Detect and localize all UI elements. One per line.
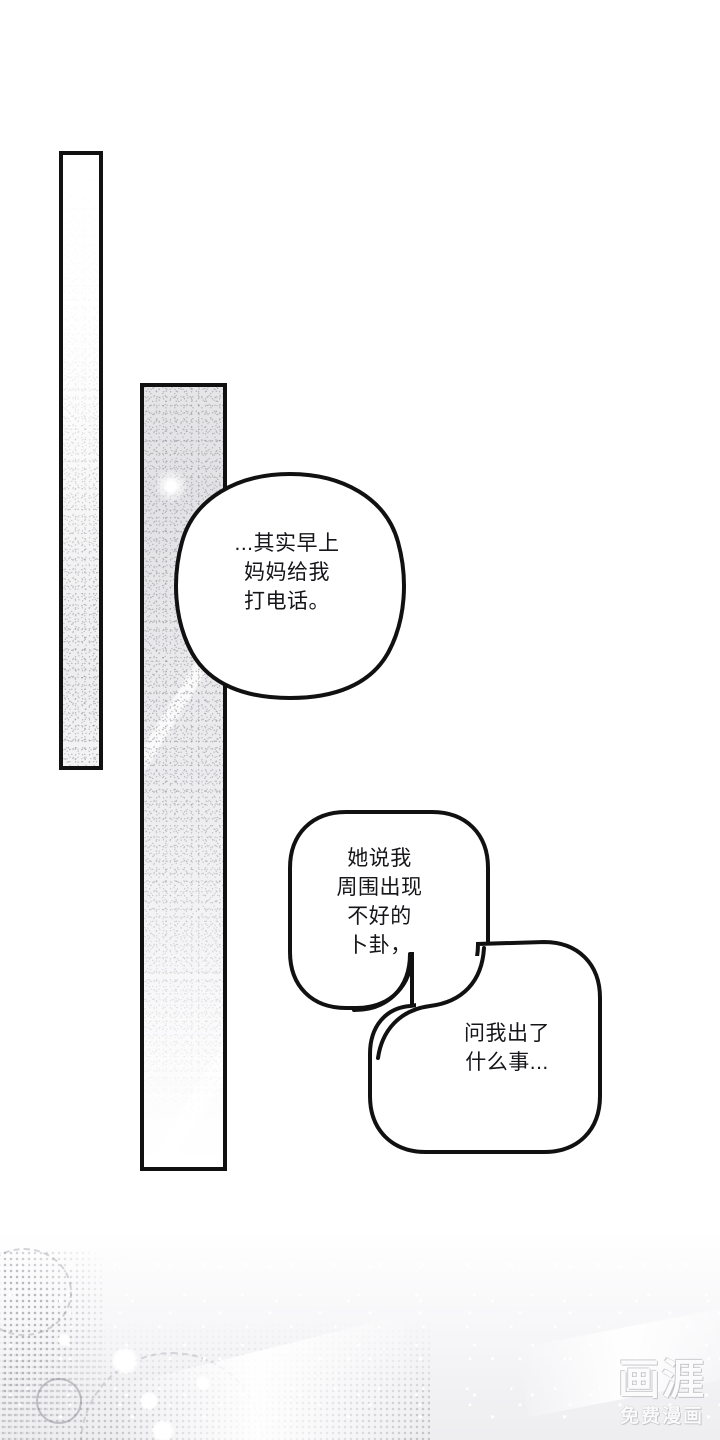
comic-panel-left xyxy=(59,151,103,770)
speech-bubble-lower-right-text: 问我出了 什么事... xyxy=(464,1022,550,1074)
panel-left-screentone xyxy=(63,155,99,766)
panel-left-fill xyxy=(63,155,99,766)
watermark-subtitle: 免费漫画 xyxy=(619,1406,704,1427)
sparkle-icon xyxy=(154,469,188,503)
speech-bubble-upper xyxy=(172,470,408,702)
bubble-waist-right xyxy=(376,946,486,1060)
speech-bubble-lower-left-text: 她说我 周围出现 不好的 卜卦， xyxy=(336,847,423,957)
white-speck-field xyxy=(0,1230,720,1440)
bubble-merge-patch xyxy=(416,956,484,1012)
bubble-waist-left xyxy=(352,952,412,1012)
bottom-decoration-band xyxy=(0,1230,720,1440)
speech-bubble-double xyxy=(282,806,612,1162)
speech-bubble-upper-outline xyxy=(174,471,406,701)
speech-bubble-upper-text: ...其实早上 妈妈给我 打电话。 xyxy=(234,532,340,613)
watermark-logo: 画涯 xyxy=(617,1356,706,1403)
watermark: 画涯 免费漫画 xyxy=(617,1356,706,1427)
